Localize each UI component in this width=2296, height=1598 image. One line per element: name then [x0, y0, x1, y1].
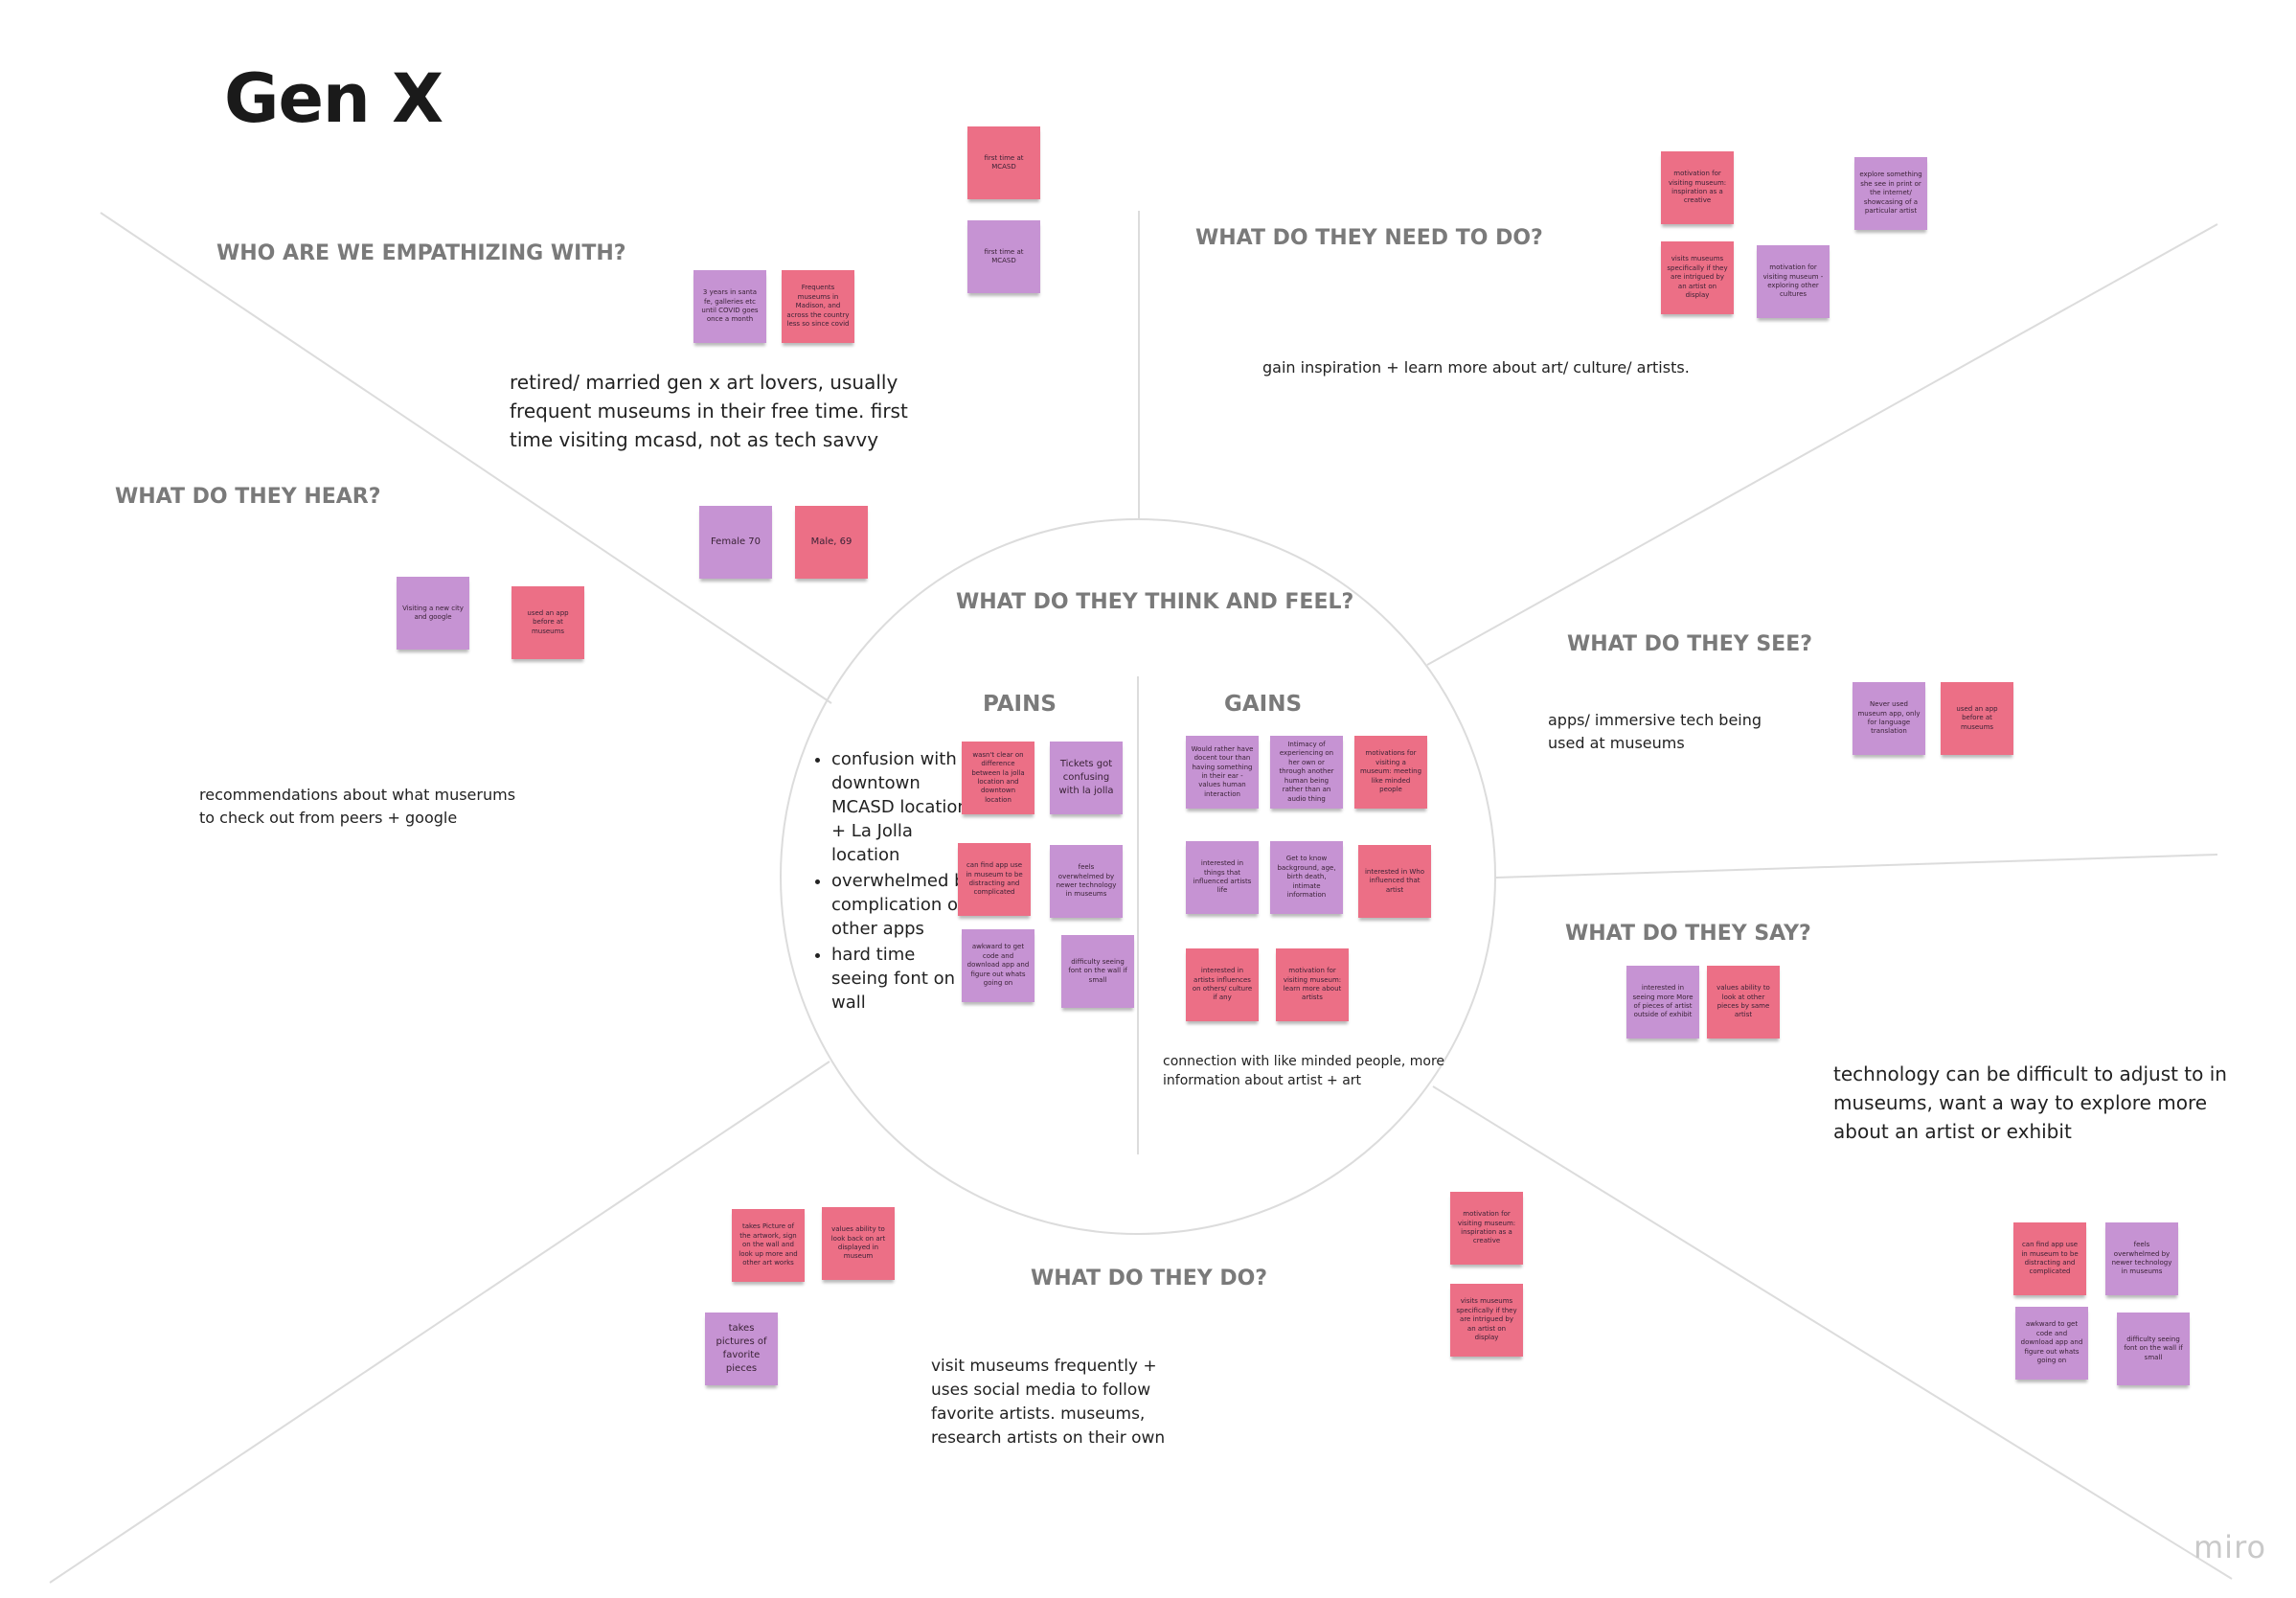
- sticky-note[interactable]: used an app before at museums: [1941, 682, 2013, 755]
- sticky-note[interactable]: motivation for visiting museum - explori…: [1757, 245, 1830, 318]
- sticky-note[interactable]: interested in things that influenced art…: [1186, 841, 1259, 914]
- sticky-note[interactable]: motivation for visiting museum: learn mo…: [1276, 948, 1349, 1021]
- sticky-note[interactable]: motivation for visiting museum: inspirat…: [1450, 1192, 1523, 1265]
- divider-line-right-top: [1426, 223, 2218, 666]
- hear-heading: WHAT DO THEY HEAR?: [115, 485, 381, 509]
- sticky-note[interactable]: takes pictures of favorite pieces: [705, 1313, 778, 1385]
- sticky-note[interactable]: visits museums specifically if they are …: [1450, 1284, 1523, 1357]
- sticky-note[interactable]: motivation for visiting museum: inspirat…: [1661, 151, 1734, 224]
- sticky-note[interactable]: first time at MCASD: [967, 126, 1040, 199]
- see-heading: WHAT DO THEY SEE?: [1567, 632, 1812, 656]
- pains-list-item: overwhelmed by complication of other app…: [831, 869, 977, 941]
- sticky-note[interactable]: difficulty seeing font on the wall if sm…: [2117, 1313, 2190, 1385]
- sticky-note[interactable]: awkward to get code and download app and…: [962, 929, 1034, 1002]
- who-description: retired/ married gen x art lovers, usual…: [510, 371, 908, 451]
- sticky-note[interactable]: Would rather have docent tour than havin…: [1186, 736, 1259, 809]
- sticky-note[interactable]: values ability to look back on art displ…: [822, 1207, 895, 1280]
- sticky-note[interactable]: can find app use in museum to be distrac…: [2013, 1222, 2086, 1295]
- divider-line-right-bottom: [1432, 1085, 2233, 1580]
- gains-heading: GAINS: [1224, 692, 1303, 717]
- who-heading: WHO ARE WE EMPATHIZING WITH?: [216, 241, 626, 265]
- gains-description: connection with like minded people, more…: [1163, 1054, 1445, 1088]
- do-description: visit museums frequently + uses social m…: [931, 1357, 1166, 1448]
- sticky-note[interactable]: explore something she see in print or th…: [1854, 157, 1927, 230]
- sticky-note[interactable]: Female 70: [699, 506, 772, 579]
- say-description: technology can be difficult to adjust to…: [1833, 1062, 2227, 1143]
- sticky-note[interactable]: values ability to look at other pieces b…: [1707, 966, 1780, 1039]
- sticky-note[interactable]: takes Picture of the artwork, sign on th…: [732, 1209, 805, 1282]
- sticky-note[interactable]: Never used museum app, only for language…: [1853, 682, 1925, 755]
- say-heading: WHAT DO THEY SAY?: [1565, 922, 1811, 946]
- sticky-note[interactable]: Male, 69: [795, 506, 868, 579]
- sticky-note[interactable]: 3 years in santa fe, galleries etc until…: [693, 270, 766, 343]
- need-description: gain inspiration + learn more about art/…: [1262, 358, 1690, 377]
- sticky-note[interactable]: visits museums specifically if they are …: [1661, 241, 1734, 314]
- sticky-note[interactable]: used an app before at museums: [511, 586, 584, 659]
- see-description: apps/ immersive tech being used at museu…: [1548, 711, 1762, 752]
- pains-list: confusion with downtown MCASD location +…: [812, 747, 977, 1016]
- think-feel-heading: WHAT DO THEY THINK AND FEEL?: [956, 590, 1354, 614]
- hear-description: recommendations about what muserums to c…: [199, 786, 516, 827]
- sticky-note[interactable]: interested in artists influences on othe…: [1186, 948, 1259, 1021]
- sticky-note[interactable]: Tickets got confusing with la jolla: [1050, 742, 1123, 814]
- sticky-note[interactable]: Intimacy of experiencing on her own or t…: [1270, 736, 1343, 809]
- pains-list-item: hard time seeing font on wall: [831, 943, 977, 1015]
- need-heading: WHAT DO THEY NEED TO DO?: [1195, 226, 1543, 250]
- sticky-note[interactable]: motivations for visiting a museum: meeti…: [1354, 736, 1427, 809]
- sticky-note[interactable]: interested in Who influenced that artist: [1358, 845, 1431, 918]
- sticky-note[interactable]: Visiting a new city and google: [397, 577, 469, 650]
- sticky-note[interactable]: can find app use in museum to be distrac…: [958, 843, 1031, 916]
- do-heading: WHAT DO THEY DO?: [1031, 1267, 1268, 1290]
- think-feel-circle: [780, 518, 1496, 1235]
- sticky-note[interactable]: wasn't clear on difference between la jo…: [962, 742, 1034, 814]
- sticky-note[interactable]: Get to know background, age, birth death…: [1270, 841, 1343, 914]
- page-title: Gen X: [224, 59, 443, 138]
- sticky-note[interactable]: first time at MCASD: [967, 220, 1040, 293]
- sticky-note[interactable]: interested in seeing more More of pieces…: [1626, 966, 1699, 1039]
- sticky-note[interactable]: Frequents museums in Madison, and across…: [782, 270, 854, 343]
- sticky-note[interactable]: difficulty seeing font on the wall if sm…: [1061, 935, 1134, 1008]
- divider-line-right: [1495, 854, 2218, 879]
- pains-heading: PAINS: [983, 692, 1057, 717]
- sticky-note[interactable]: awkward to get code and download app and…: [2015, 1307, 2088, 1380]
- sticky-note[interactable]: feels overwhelmed by newer technology in…: [2105, 1222, 2178, 1295]
- miro-logo: miro: [2194, 1529, 2267, 1565]
- divider-line-left-top: [100, 212, 832, 704]
- divider-line-left-bottom: [49, 1061, 830, 1584]
- sticky-note[interactable]: feels overwhelmed by newer technology in…: [1050, 845, 1123, 918]
- pains-list-item: confusion with downtown MCASD location +…: [831, 747, 977, 867]
